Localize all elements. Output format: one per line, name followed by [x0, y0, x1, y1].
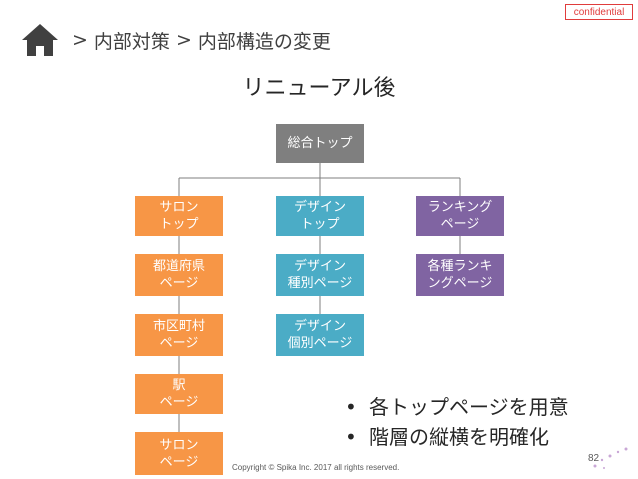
home-icon	[22, 24, 58, 56]
breadcrumb: > 内部対策 > 内部構造の変更	[20, 20, 331, 60]
page-number: 82	[588, 453, 600, 464]
node-salon-page: サロン ページ	[135, 432, 223, 475]
bullet-item: •階層の縦横を明確化	[345, 425, 549, 449]
node-salon-top: サロン トップ	[135, 196, 223, 236]
bullet-item: •各トップページを用意	[345, 395, 569, 419]
node-prefecture: 都道府県 ページ	[135, 254, 223, 296]
breadcrumb-item-1: 内部対策	[93, 30, 170, 53]
breadcrumb-separator: >	[72, 29, 88, 51]
bullet-list: •各トップページを用意 •階層の縦横を明確化	[345, 392, 569, 452]
node-root: 総合トップ	[276, 124, 364, 163]
bullet-text: 階層の縦横を明確化	[369, 425, 549, 449]
sparkle-decoration-icon	[593, 447, 628, 469]
node-design-top: デザイン トップ	[276, 196, 364, 236]
node-ranking-list: 各種ランキ ングページ	[416, 254, 504, 296]
node-design-detail: デザイン 個別ページ	[276, 314, 364, 356]
node-ranking: ランキング ページ	[416, 196, 504, 236]
copyright-footer: Copyright © Spika Inc. 2017 all rights r…	[232, 463, 400, 472]
breadcrumb-item-2: 内部構造の変更	[197, 30, 331, 53]
confidential-badge: confidential	[565, 4, 633, 20]
node-station: 駅 ページ	[135, 374, 223, 414]
breadcrumb-separator: >	[175, 29, 192, 51]
node-city: 市区町村 ページ	[135, 314, 223, 356]
node-design-type: デザイン 種別ページ	[276, 254, 364, 296]
bullet-text: 各トップページを用意	[369, 395, 569, 419]
slide-title: リニューアル後	[242, 76, 396, 101]
